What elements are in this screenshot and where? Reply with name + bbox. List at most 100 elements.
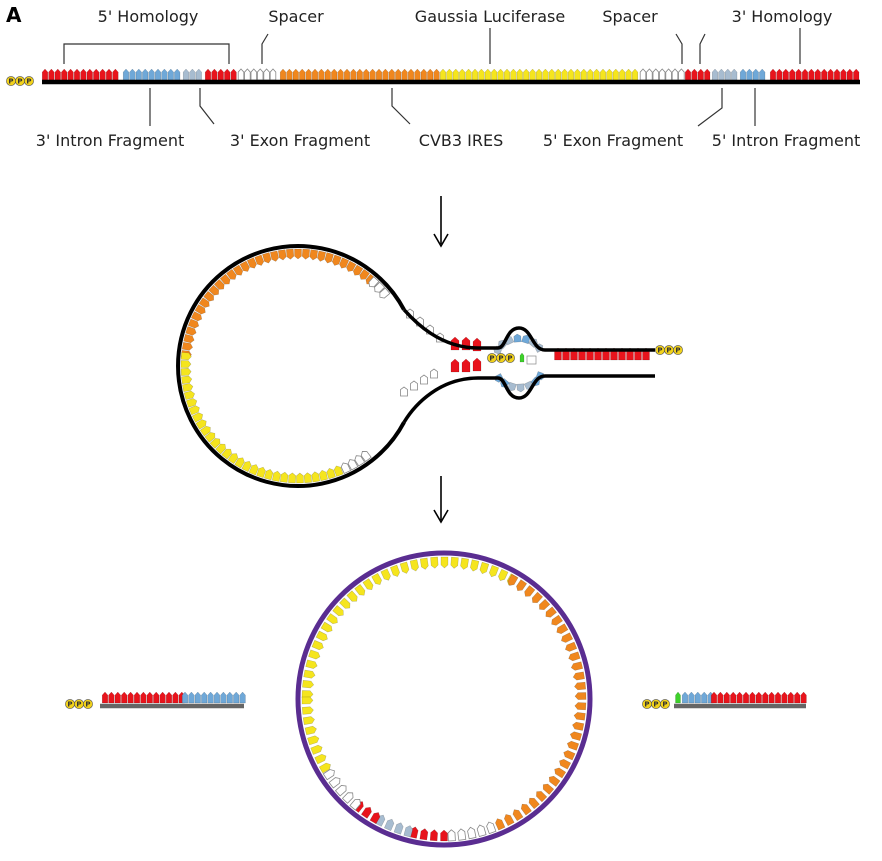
nucleotide-luciferase bbox=[555, 68, 562, 81]
nucleotide-exon bbox=[711, 68, 719, 81]
nucleotide-homology bbox=[846, 68, 853, 81]
nucleotide-luciferase bbox=[446, 68, 453, 81]
nucleotide-ires bbox=[536, 791, 548, 803]
nucleotide-ires bbox=[401, 68, 408, 81]
nucleotide-ires bbox=[286, 68, 293, 81]
leader-spacer-2 bbox=[675, 33, 683, 64]
nucleotide-homology bbox=[472, 357, 482, 372]
nucleotide-ires bbox=[226, 268, 237, 280]
nucleotide-intron bbox=[142, 68, 149, 81]
nucleotide-homology bbox=[749, 691, 756, 704]
nucleotide-luciferase bbox=[580, 68, 587, 81]
lower-strand-backbone bbox=[402, 374, 655, 424]
nucleotide-luciferase bbox=[574, 68, 581, 81]
nucleotide-ires bbox=[185, 326, 197, 336]
nucleotide-homology bbox=[369, 812, 381, 825]
nucleotide-ires bbox=[277, 249, 287, 261]
nucleotide-luciferase bbox=[303, 669, 316, 679]
nucleotide-homology bbox=[108, 691, 115, 704]
nucleotide-luciferase bbox=[304, 725, 317, 736]
nucleotide-homology bbox=[762, 691, 769, 704]
nucleotide-luciferase bbox=[307, 735, 320, 746]
nucleotide-luciferase bbox=[296, 472, 304, 484]
nucleotide-ires bbox=[311, 68, 319, 81]
nucleotide-exon bbox=[403, 825, 413, 838]
nucleotide-homology bbox=[755, 691, 762, 704]
nucleotide-ires bbox=[375, 68, 383, 81]
nucleotide-intron bbox=[759, 68, 766, 81]
nucleotide-exon bbox=[718, 68, 725, 81]
nucleotide-intron bbox=[213, 691, 221, 704]
nucleotide-luciferase bbox=[503, 68, 511, 81]
nucleotide-intron bbox=[201, 691, 208, 704]
nucleotide-homology bbox=[133, 691, 141, 704]
nucleotide-ires bbox=[317, 250, 327, 262]
nucleotide-spacer bbox=[341, 792, 354, 804]
nucleotide-homology bbox=[800, 691, 807, 704]
nucleotide-ires bbox=[528, 797, 540, 810]
callouts-bottom bbox=[149, 88, 756, 127]
nucleotide-ires bbox=[407, 68, 415, 81]
nucleotide-spacer bbox=[467, 826, 477, 840]
nucleotide-luciferase bbox=[362, 578, 374, 590]
nucleotide-luciferase bbox=[631, 68, 639, 81]
nucleotide-luciferase bbox=[450, 556, 459, 569]
nucleotide-exon bbox=[384, 818, 395, 832]
nucleotide-spacer bbox=[678, 68, 685, 81]
nucleotide-luciferase bbox=[311, 639, 324, 651]
nucleotide-intron bbox=[194, 691, 201, 704]
nucleotide-luciferase bbox=[612, 68, 619, 81]
nucleotide-spacer bbox=[639, 68, 647, 81]
nucleotide-homology bbox=[814, 68, 821, 81]
svg-text:P: P bbox=[507, 355, 512, 363]
callouts-top bbox=[63, 28, 801, 64]
nucleotide-homology bbox=[99, 68, 106, 81]
nucleotide-homology bbox=[730, 691, 737, 704]
nucleotide-luciferase bbox=[204, 432, 216, 443]
nucleotide-ires bbox=[420, 68, 427, 81]
nucleotide-homology bbox=[217, 68, 224, 81]
svg-text:P: P bbox=[675, 347, 680, 355]
nucleotide-homology bbox=[697, 68, 704, 81]
nucleotide-ires bbox=[382, 68, 389, 81]
bracket-5-homology bbox=[63, 43, 230, 64]
nucleotide-luciferase bbox=[510, 68, 517, 81]
svg-text:P: P bbox=[17, 78, 22, 86]
nucleotide-homology bbox=[795, 68, 802, 81]
nucleotide-luciferase bbox=[256, 466, 266, 479]
nucleotide-ires bbox=[507, 573, 519, 586]
nucleotide-homology bbox=[93, 68, 100, 81]
nucleotide-ires bbox=[554, 767, 567, 779]
nucleotide-intron bbox=[167, 68, 174, 81]
svg-text:P: P bbox=[8, 78, 13, 86]
nucleotide-ires bbox=[337, 68, 344, 81]
nucleotide-ires bbox=[427, 68, 434, 81]
nucleotide-homology bbox=[840, 68, 847, 81]
nucleotide-luciferase bbox=[302, 679, 315, 689]
nucleotide-exon bbox=[724, 68, 731, 81]
nucleotide-luciferase bbox=[311, 471, 321, 483]
leader-ires bbox=[391, 88, 411, 125]
nucleotide-luciferase bbox=[529, 68, 536, 81]
nucleotide-homology bbox=[787, 691, 794, 704]
nucleotide-ires bbox=[531, 591, 544, 603]
nucleotide-intron bbox=[681, 691, 689, 704]
nucleotide-spacer bbox=[354, 455, 366, 467]
nucleotide-ires bbox=[318, 68, 325, 81]
nucleotide-luciferase bbox=[182, 383, 194, 393]
nucleotide-ires bbox=[359, 268, 370, 280]
nucleotide-exon bbox=[182, 68, 190, 81]
label-3-intron-fragment: 3' Intron Fragment bbox=[36, 131, 184, 150]
nucleotide-intron bbox=[188, 691, 195, 704]
label-gaussia-luciferase: Gaussia Luciferase bbox=[415, 7, 565, 26]
nucleotide-ires bbox=[574, 681, 587, 691]
nucleotide-luciferase bbox=[301, 696, 314, 705]
label-5-exon-fragment: 5' Exon Fragment bbox=[543, 131, 683, 150]
nucleotide-homology bbox=[73, 68, 81, 81]
nucleotide-spacer bbox=[237, 68, 245, 81]
nucleotide-homology bbox=[782, 68, 789, 81]
guanosine-nucleotide bbox=[519, 352, 525, 363]
nucleotide-exon bbox=[195, 68, 202, 81]
nucleotide-ires bbox=[239, 260, 250, 272]
